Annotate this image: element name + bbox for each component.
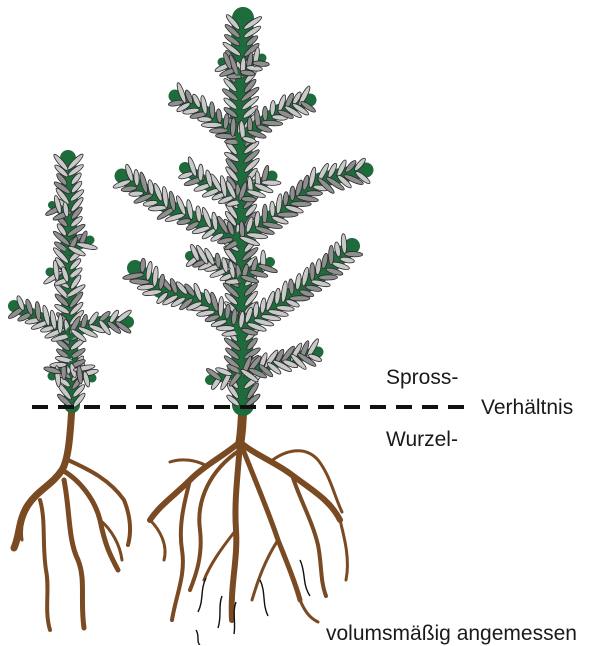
root (150, 442, 240, 520)
needle (319, 275, 338, 280)
root-hair (198, 578, 206, 612)
needle (290, 186, 296, 201)
needle (290, 201, 311, 207)
needle (344, 251, 362, 257)
needle (262, 204, 268, 224)
label-bottom-note: volumsmäßig angemessen (326, 622, 577, 646)
root-hair (196, 630, 200, 645)
small-plant (7, 152, 133, 408)
label-wurzel: Wurzel- (386, 428, 458, 452)
needle (270, 201, 276, 217)
roots-layer (14, 405, 347, 645)
needle (58, 314, 64, 333)
needle (277, 212, 298, 217)
root (172, 480, 190, 620)
label-verhaeltnis: Verhältnis (481, 396, 573, 420)
large-plant (112, 13, 371, 408)
root (40, 500, 50, 630)
root-hair (218, 596, 222, 628)
root (64, 480, 84, 628)
needle (198, 164, 203, 181)
needle (306, 191, 323, 197)
root-hair (300, 560, 310, 596)
root-hair (260, 580, 268, 616)
root-hair (234, 602, 236, 634)
root (252, 540, 278, 600)
needle (261, 180, 281, 186)
root (150, 520, 165, 560)
root (300, 600, 318, 622)
foliage-layer (7, 13, 371, 408)
root (68, 460, 130, 545)
root (170, 460, 205, 465)
root (240, 442, 300, 600)
label-spross: Spross- (386, 366, 458, 390)
needle (310, 263, 315, 281)
needle (262, 106, 267, 121)
root (340, 520, 347, 580)
